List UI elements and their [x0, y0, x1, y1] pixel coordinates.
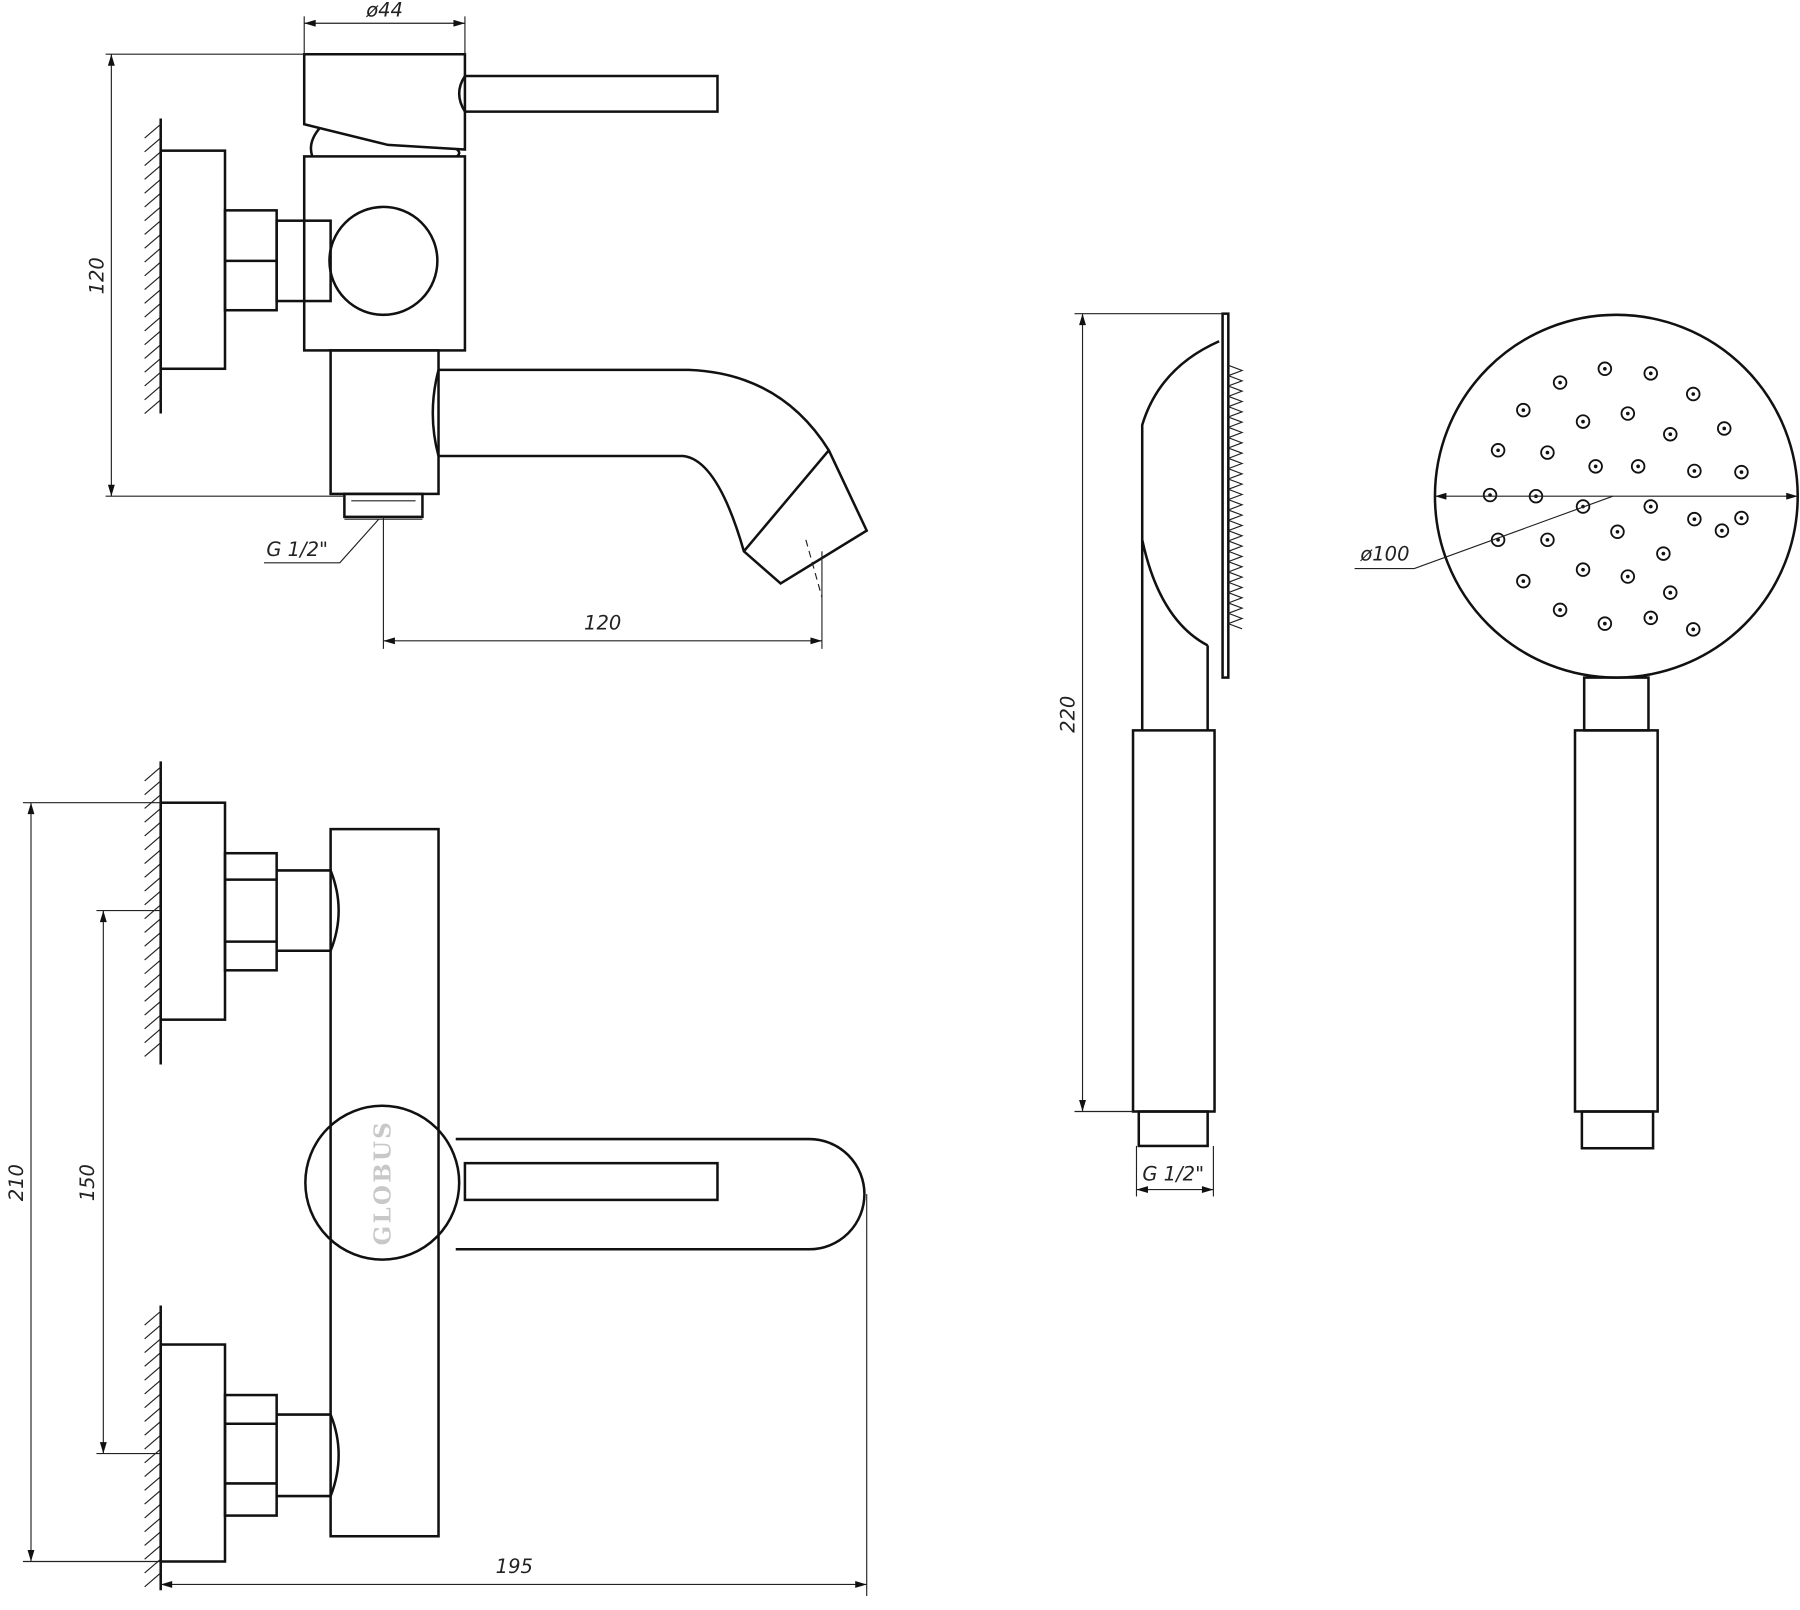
nozzle-dot [1597, 361, 1613, 377]
wall-flange-lower [159, 1343, 227, 1563]
dim-shower-head-diameter: ø100 [1359, 542, 1409, 565]
nozzle-dot [1540, 532, 1555, 548]
nozzle-dot [1552, 602, 1568, 618]
handle-cap [302, 52, 467, 151]
shower-nipple [1137, 1110, 1209, 1148]
spout-top [455, 1137, 866, 1251]
nozzle-dot [1687, 511, 1702, 527]
mixer-side-view: 120 ø44 120 G 1/2" [85, 0, 869, 649]
mixer-body [302, 155, 467, 352]
nozzle-dot [1663, 585, 1678, 600]
nozzle-dot [1717, 421, 1732, 436]
nozzle-profile [1226, 364, 1244, 630]
nozzle-dot [1620, 569, 1636, 584]
spout [431, 368, 869, 586]
wall-flange-upper [159, 801, 227, 1021]
shower-head-back [1140, 340, 1220, 647]
shower-grip [1131, 729, 1216, 1113]
wall-hatch [144, 123, 162, 414]
nozzle-dot [1610, 524, 1625, 540]
nozzle-dot [1643, 499, 1658, 514]
nozzle-dot [1575, 562, 1591, 577]
dim-handle-diameter: ø44 [365, 0, 403, 21]
inlet-pipe-lower [276, 1413, 340, 1498]
brand-logo: GLOBUS [369, 1120, 396, 1245]
nozzle-dot [1686, 386, 1701, 402]
nozzle-dot [1734, 464, 1749, 480]
mixer-top-view: GLOBUS 210 150 195 [5, 761, 868, 1596]
nozzle-dot [1686, 622, 1701, 637]
shower-nipple [1580, 1110, 1655, 1150]
outlet-nipple [343, 492, 424, 519]
lower-body [329, 349, 440, 496]
nozzle-dot [1588, 459, 1603, 474]
nozzle-dot [1552, 375, 1568, 390]
dim-shower-thread: G 1/2" [1142, 1162, 1204, 1185]
nozzle-dot [1620, 406, 1636, 421]
dim-inlet-spacing: 150 [76, 1164, 99, 1201]
shower-face-plate [1221, 312, 1230, 679]
handle-lever [457, 74, 719, 113]
spray-nozzles [1482, 361, 1749, 637]
nozzle-dot [1656, 546, 1671, 561]
dim-spout-reach: 120 [584, 611, 621, 634]
nozzle-dot [1630, 459, 1646, 474]
mixer-body [329, 827, 440, 1538]
nozzle-dot [1663, 426, 1678, 442]
nozzle-dot [1734, 510, 1749, 526]
nozzle-dot [1714, 523, 1730, 538]
nozzle-dot [1687, 463, 1702, 479]
nozzle-dot [1575, 499, 1591, 514]
nozzle-dot [1597, 616, 1613, 631]
shower-front-view: ø100 [1354, 313, 1799, 1150]
shower-neck [1582, 676, 1650, 732]
wall-hatch [144, 766, 162, 1588]
shower-grip [1573, 729, 1659, 1113]
nozzle-dot [1643, 610, 1658, 626]
nozzle-dot [1516, 402, 1531, 418]
inlet-pipe-upper [276, 869, 340, 953]
nozzle-dot [1643, 366, 1658, 381]
nozzle-dot [1540, 445, 1555, 460]
nozzle-dot [1575, 414, 1591, 429]
nozzle-dot [1490, 443, 1506, 458]
nozzle-dot [1516, 573, 1531, 589]
dim-overall-depth: 195 [496, 1555, 533, 1578]
dim-inlet-thread: G 1/2" [266, 538, 328, 561]
dim-shower-length: 220 [1056, 696, 1079, 733]
shower-side-view: 220 G 1/2" [1056, 312, 1244, 1197]
handle-knob [304, 1104, 461, 1261]
dim-overall-height: 210 [5, 1164, 28, 1201]
body-boss [328, 205, 439, 317]
wall-flange [159, 149, 227, 371]
dim-mixer-height: 120 [85, 257, 108, 294]
